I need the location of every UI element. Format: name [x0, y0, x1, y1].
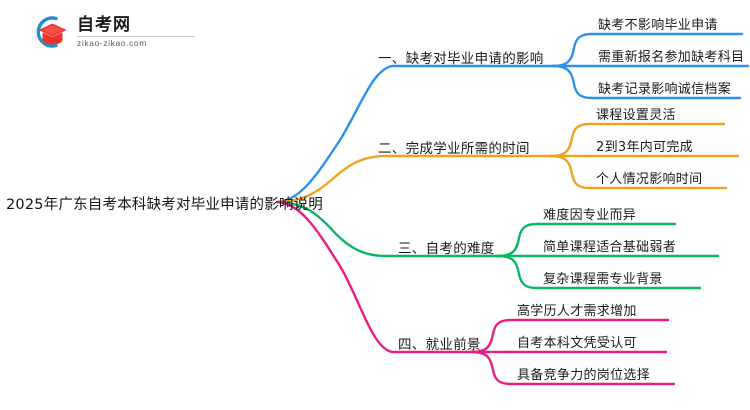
connector-branch-4 — [276, 200, 676, 386]
branch-1-label[interactable]: 一、缺考对毕业申请的影响 — [378, 51, 544, 67]
branch-4-leaf-1[interactable]: 高学历人才需求增加 — [517, 304, 637, 319]
branch-4-label[interactable]: 四、就业前景 — [398, 337, 481, 353]
branch-2-leaf-3[interactable]: 个人情况影响时间 — [596, 172, 703, 187]
branch-1-leaf-1[interactable]: 缺考不影响毕业申请 — [598, 18, 718, 33]
graduation-cap-icon — [30, 13, 70, 51]
logo-divider — [77, 35, 195, 37]
branch-2-label[interactable]: 二、完成学业所需的时间 — [378, 141, 530, 157]
logo-name-cn: 自考网 — [77, 14, 131, 35]
branch-3-leaf-3[interactable]: 复杂课程需专业背景 — [543, 272, 663, 287]
branch-3-label[interactable]: 三、自考的难度 — [398, 241, 495, 257]
root-node-label[interactable]: 2025年广东自考本科缺考对毕业申请的影响说明 — [6, 197, 323, 213]
branch-3-leaf-1[interactable]: 难度因专业而异 — [543, 208, 637, 223]
site-logo[interactable]: 自考网 zikao-zikao.com — [30, 12, 210, 52]
logo-domain: zikao-zikao.com — [77, 37, 147, 48]
branch-3-leaf-2[interactable]: 简单课程适合基础弱者 — [543, 240, 677, 255]
branch-2-leaf-2[interactable]: 2到3年内可完成 — [596, 140, 693, 155]
branch-1-leaf-3[interactable]: 缺考记录影响诚信档案 — [598, 82, 732, 97]
branch-4-leaf-2[interactable]: 自考本科文凭受认可 — [517, 336, 637, 351]
branch-4-leaf-3[interactable]: 具备竞争力的岗位选择 — [517, 368, 651, 383]
branch-1-leaf-2[interactable]: 需重新报名参加缺考科目 — [598, 50, 745, 65]
branch-2-leaf-1[interactable]: 课程设置灵活 — [596, 108, 676, 123]
